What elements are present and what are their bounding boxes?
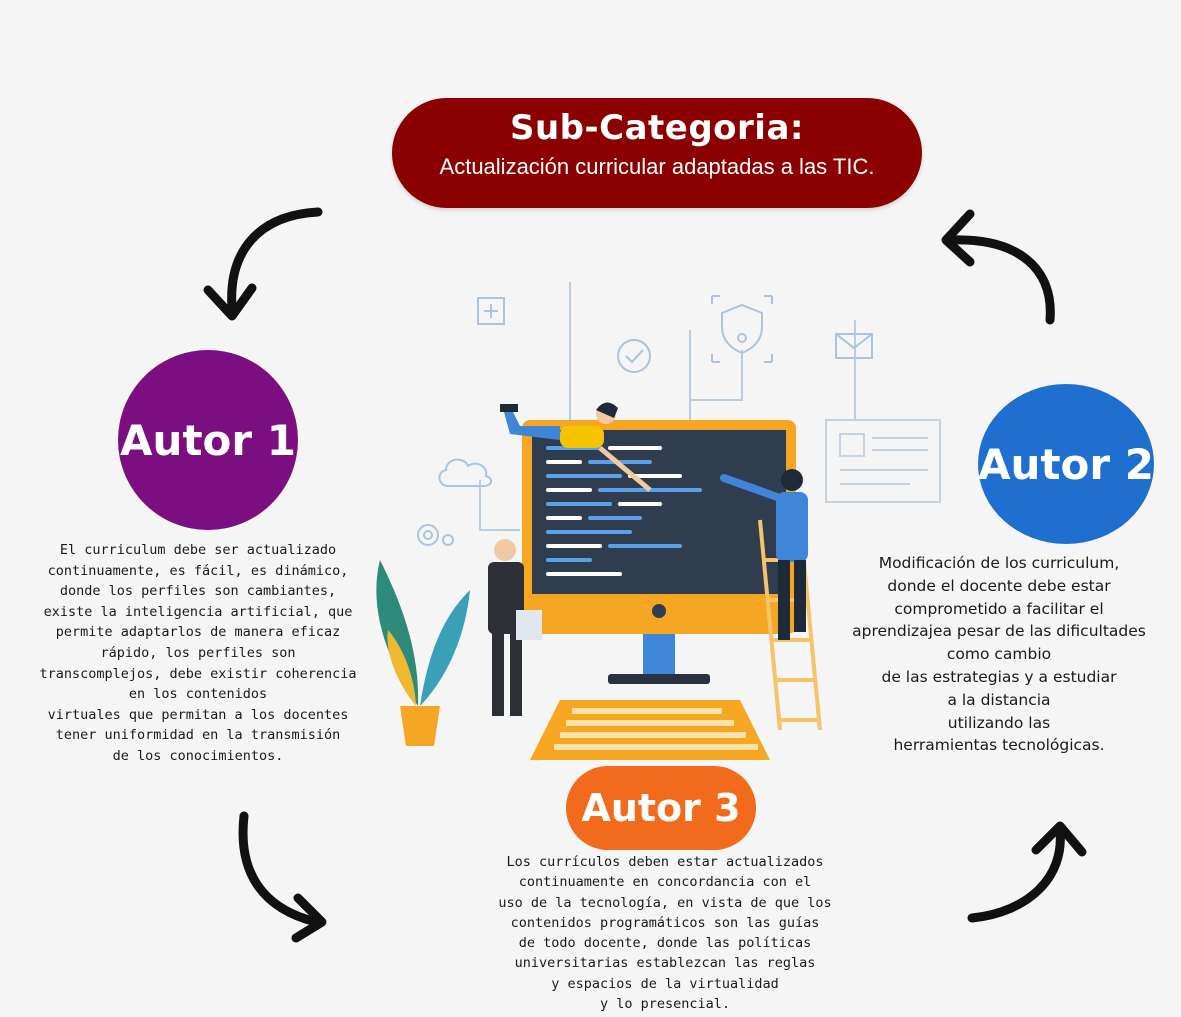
author-2-text: Modificación de los curriculum, donde el… xyxy=(852,554,1146,755)
check-icon xyxy=(617,339,651,373)
author-1-label: Autor 1 xyxy=(120,415,296,465)
shield-icon xyxy=(711,295,773,363)
author-2-badge: Autor 2 xyxy=(978,384,1154,544)
person-standing xyxy=(488,539,542,716)
author-3-label: Autor 3 xyxy=(581,786,741,830)
mail-icon xyxy=(835,333,873,359)
person-on-ladder xyxy=(720,469,822,731)
plant-icon xyxy=(376,560,470,746)
person-flying xyxy=(500,402,652,492)
monitor xyxy=(522,420,796,684)
plus-icon xyxy=(477,297,505,325)
keyboard xyxy=(530,700,770,760)
author-3-badge: Autor 3 xyxy=(566,766,756,850)
arrow-icon xyxy=(238,811,327,943)
author-3-text: Los currículos deben estar actualizados … xyxy=(498,854,832,1013)
sub-category-header: Sub-Categoria: Actualización curricular … xyxy=(392,98,922,208)
header-subtitle: Actualización curricular adaptadas a las… xyxy=(439,154,875,179)
cloud-icon xyxy=(438,458,492,487)
author-1-text: El curriculum debe ser actualizado conti… xyxy=(39,542,357,764)
arrow-icon xyxy=(203,207,323,321)
arrow-icon xyxy=(967,821,1087,923)
author-2-label: Autor 2 xyxy=(978,439,1154,489)
header-title: Sub-Categoria: xyxy=(509,108,804,148)
document-panel xyxy=(825,419,941,503)
arrow-icon xyxy=(941,209,1055,325)
author-1-badge: Autor 1 xyxy=(118,350,298,530)
gear-icon xyxy=(417,524,454,546)
